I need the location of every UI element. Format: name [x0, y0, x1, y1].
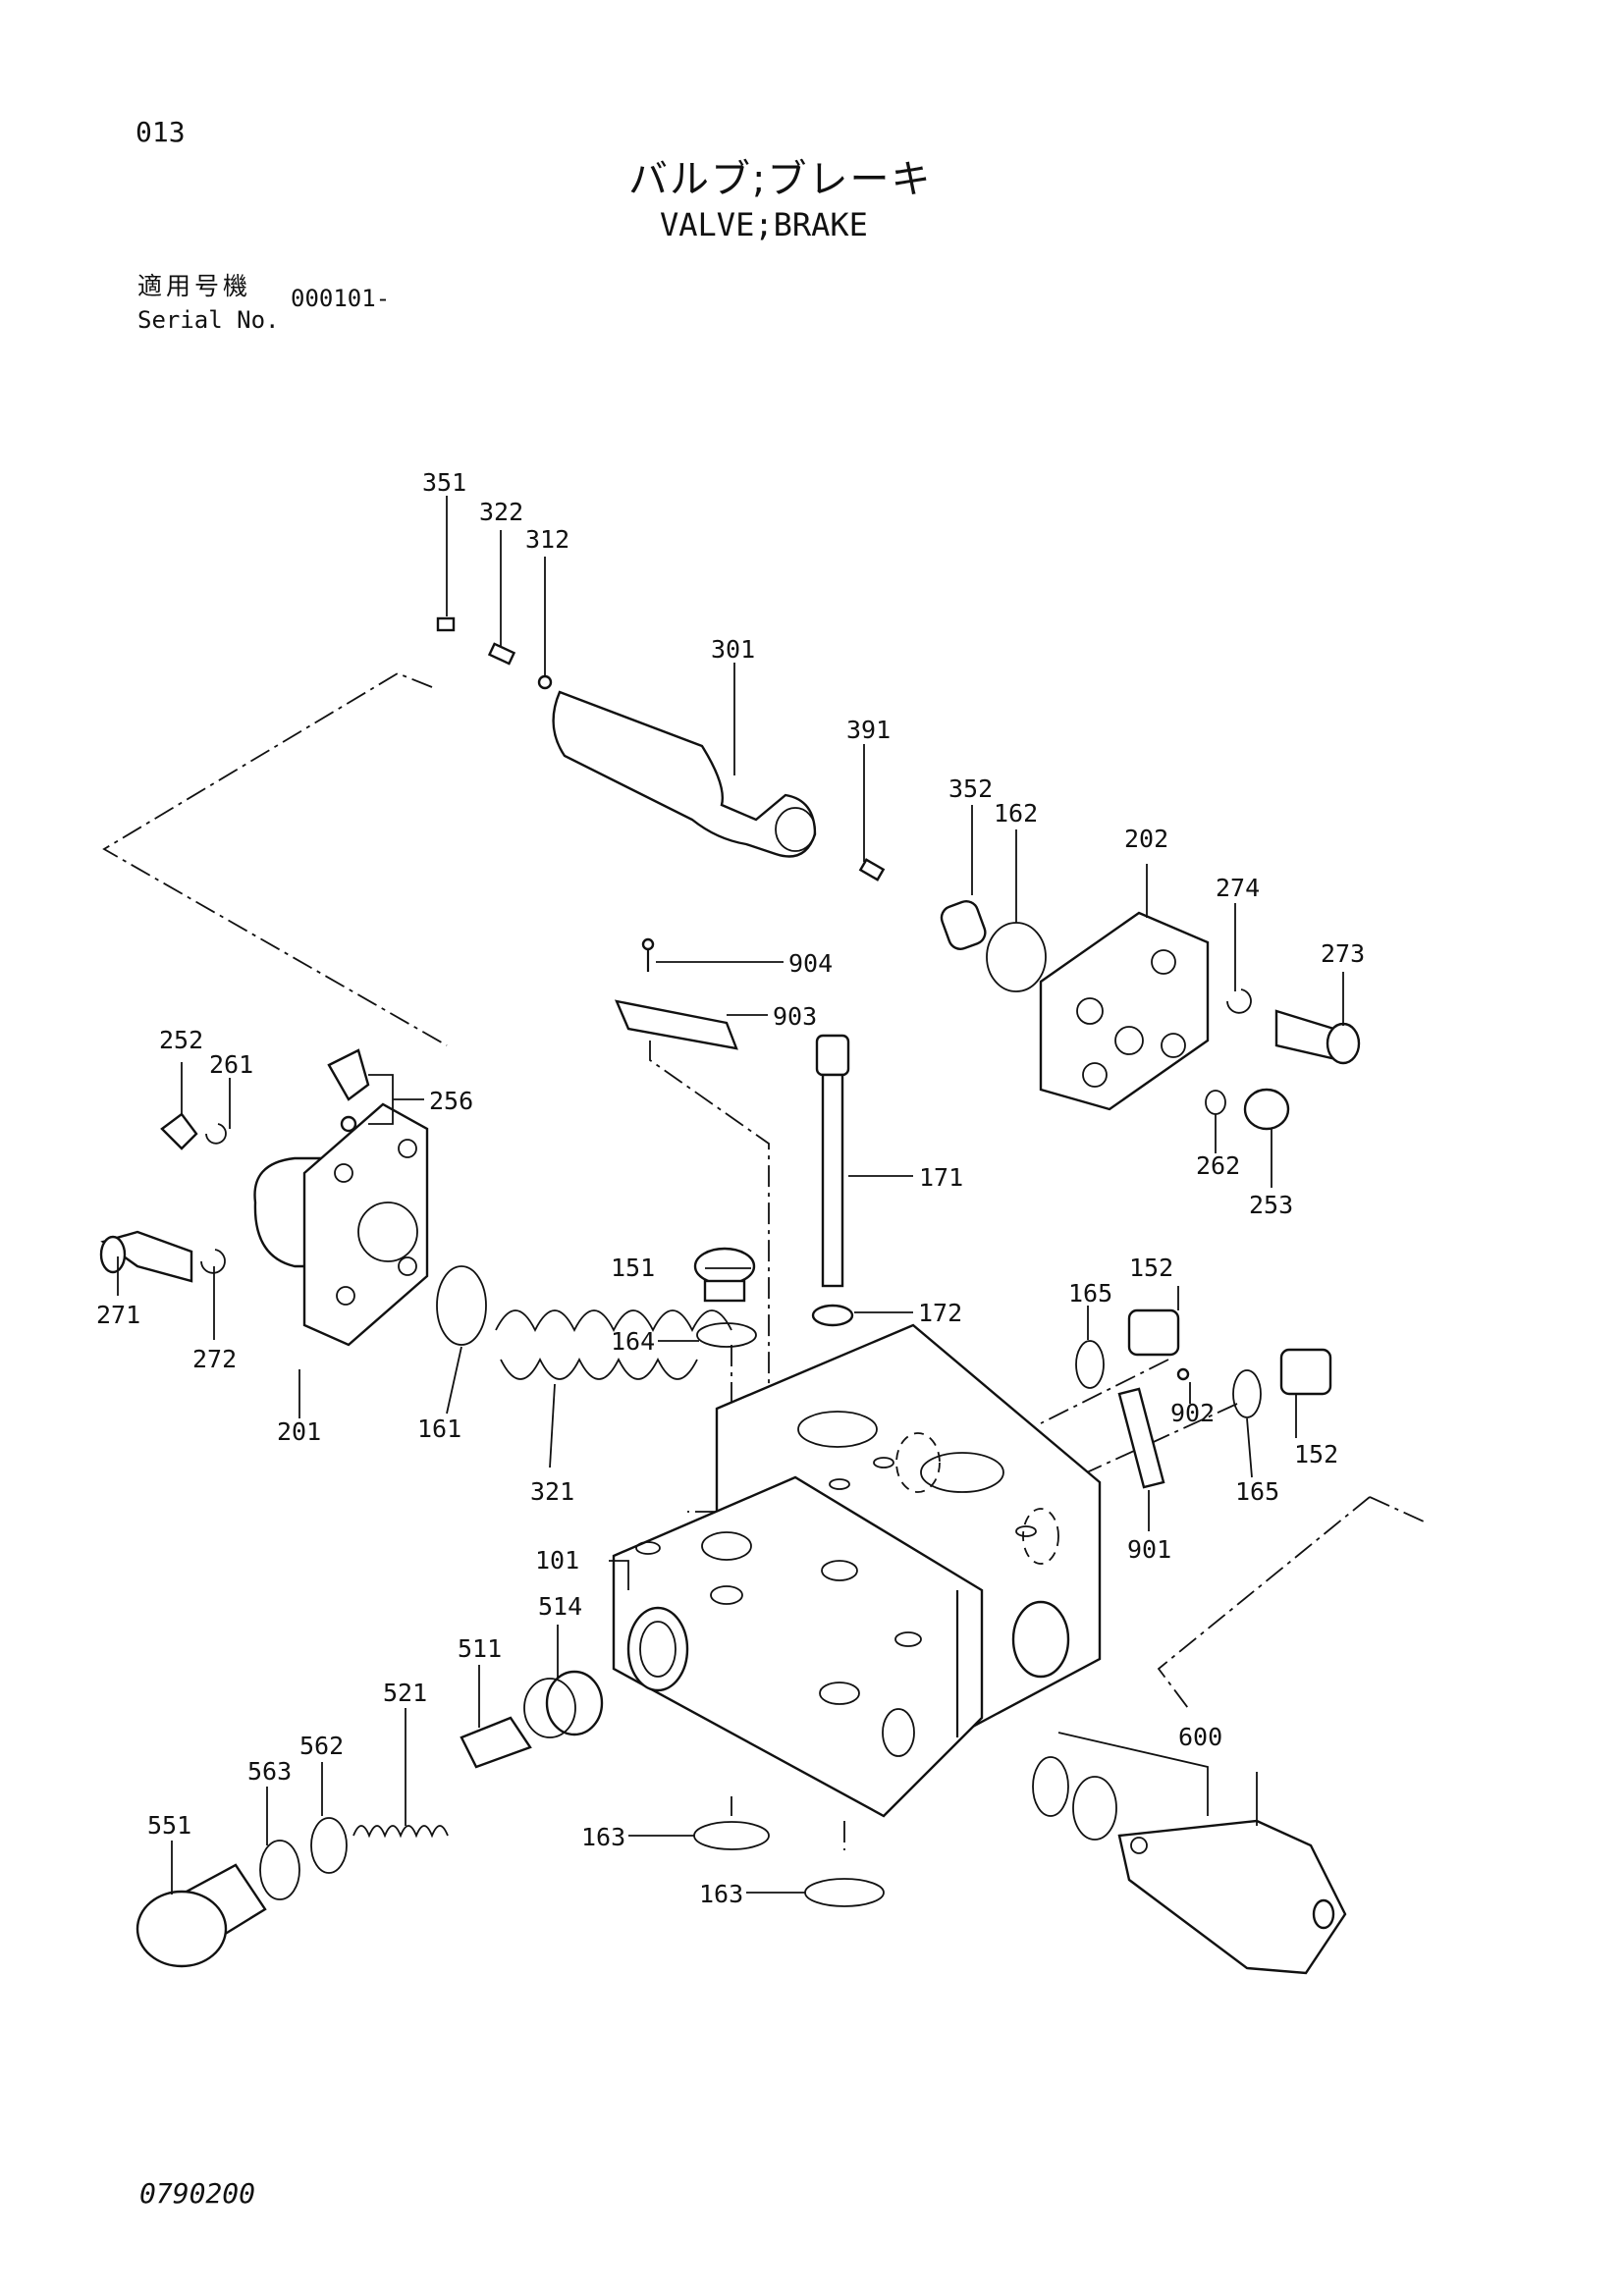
callout-312: 312	[525, 525, 569, 554]
callout-514: 514	[538, 1592, 582, 1621]
callout-563: 563	[247, 1757, 292, 1786]
callout-165-top: 165	[1068, 1279, 1112, 1308]
bottom-left-stack	[135, 1670, 604, 1968]
callout-172: 172	[918, 1299, 962, 1327]
callout-253: 253	[1249, 1191, 1293, 1219]
callout-261: 261	[209, 1050, 253, 1079]
plug-151	[693, 1247, 757, 1348]
callout-101: 101	[535, 1546, 579, 1575]
callout-562: 562	[299, 1732, 344, 1760]
cover-202	[940, 900, 1361, 1131]
callout-152-bottom: 152	[1294, 1440, 1338, 1468]
bolt-171	[811, 1034, 854, 1327]
cover-201	[99, 1048, 429, 1347]
callout-391: 391	[846, 716, 891, 744]
callout-162: 162	[994, 799, 1038, 828]
callout-551: 551	[147, 1811, 191, 1840]
callout-262: 262	[1196, 1151, 1240, 1180]
callout-252: 252	[159, 1026, 203, 1054]
callout-321: 321	[530, 1477, 574, 1506]
callout-202: 202	[1124, 825, 1168, 853]
callout-511: 511	[458, 1634, 502, 1663]
nameplate-903	[615, 937, 738, 1050]
callout-201: 201	[277, 1417, 321, 1446]
callout-903: 903	[773, 1002, 817, 1031]
leader-lines	[117, 496, 1344, 1895]
callout-161: 161	[417, 1415, 461, 1443]
page-title-english: VALVE;BRAKE	[660, 206, 868, 243]
callout-352: 352	[948, 774, 993, 803]
callout-171: 171	[919, 1163, 963, 1192]
callout-163-upper: 163	[581, 1823, 625, 1851]
callout-152-top: 152	[1129, 1254, 1173, 1282]
callout-256: 256	[429, 1087, 473, 1115]
small-parts-top	[436, 616, 886, 881]
callout-904: 904	[788, 949, 833, 978]
callout-901: 901	[1127, 1535, 1171, 1564]
callout-301: 301	[711, 635, 755, 664]
serial-label-japanese: 適用号機	[137, 272, 252, 300]
page-number: 013	[135, 116, 186, 148]
callout-271: 271	[96, 1301, 140, 1329]
callout-322: 322	[479, 498, 523, 526]
callout-163-lower: 163	[699, 1880, 743, 1908]
callout-151: 151	[611, 1254, 655, 1282]
callout-600: 600	[1178, 1723, 1222, 1751]
callout-902: 902	[1170, 1399, 1215, 1427]
valve-body-101	[612, 1323, 1102, 1818]
spring-321	[436, 1265, 732, 1380]
relief-valve-600	[1032, 1756, 1347, 1975]
page-title-japanese: バルブ;ブレーキ	[628, 157, 933, 202]
serial-number-range: 000101-	[291, 285, 391, 312]
callout-521: 521	[383, 1679, 427, 1707]
callout-351: 351	[422, 468, 466, 497]
callout-164: 164	[611, 1327, 655, 1356]
document-id: 0790200	[139, 2177, 256, 2210]
callout-274: 274	[1216, 874, 1260, 902]
spool-301	[552, 690, 817, 858]
callout-165-bottom: 165	[1235, 1477, 1279, 1506]
callout-272: 272	[192, 1345, 237, 1373]
callout-labels: 351 322 312 301 391 352 162 202 274 273 …	[96, 468, 1365, 1908]
callout-273: 273	[1321, 939, 1365, 968]
serial-label-english: Serial No.	[137, 306, 280, 334]
right-plugs	[1075, 1308, 1332, 1489]
